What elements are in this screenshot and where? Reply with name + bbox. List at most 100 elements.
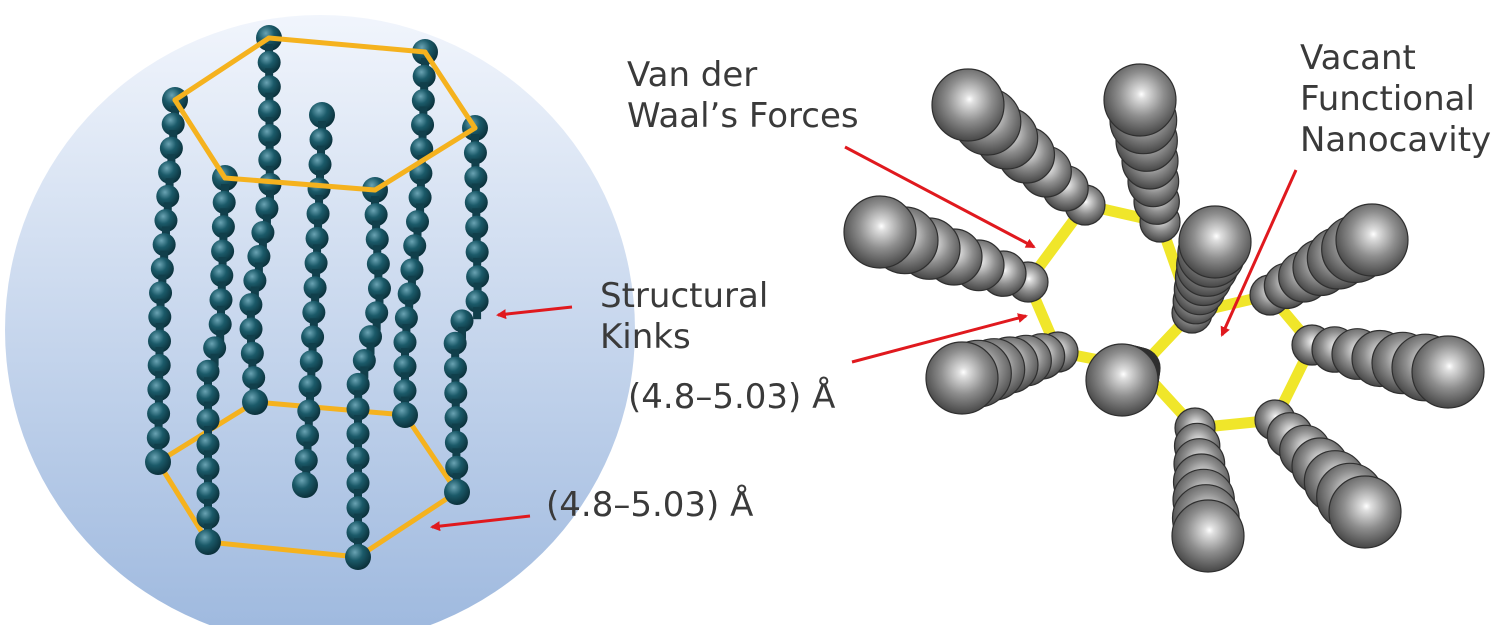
bead bbox=[251, 221, 275, 245]
bead-link bbox=[314, 219, 323, 232]
nanocavity-line-3: Nanocavity bbox=[1300, 120, 1492, 160]
bead-link bbox=[313, 244, 322, 257]
bead bbox=[147, 402, 171, 426]
bead-link bbox=[311, 293, 320, 306]
bead-link bbox=[317, 145, 326, 158]
bead-link bbox=[265, 68, 274, 81]
bead bbox=[308, 152, 332, 176]
bead-link bbox=[360, 366, 369, 379]
bead bbox=[304, 251, 328, 275]
top-ring-bond bbox=[266, 35, 428, 55]
bead bbox=[466, 265, 490, 289]
bead-link bbox=[220, 208, 229, 221]
distance-left-label: (4.8–5.03) Å bbox=[546, 485, 754, 525]
bead bbox=[346, 471, 370, 495]
bead bbox=[196, 457, 220, 481]
bead-link bbox=[419, 106, 428, 119]
bead bbox=[211, 215, 235, 239]
bead-link bbox=[354, 489, 362, 502]
bead bbox=[211, 239, 235, 263]
top-ring-bond bbox=[172, 97, 228, 181]
bead bbox=[203, 336, 227, 360]
bead bbox=[196, 408, 220, 432]
structural-kinks-label: Structural Kinks bbox=[600, 276, 768, 358]
bead bbox=[394, 306, 418, 330]
bead bbox=[258, 148, 282, 172]
bead-link bbox=[372, 220, 381, 233]
bead bbox=[196, 481, 220, 505]
nanocavity-line-1: Vacant bbox=[1300, 38, 1416, 78]
bead-link bbox=[265, 141, 274, 154]
sphere bbox=[931, 68, 1005, 142]
bead bbox=[406, 210, 430, 234]
bead-link bbox=[304, 417, 313, 430]
bead-link bbox=[262, 214, 271, 227]
bead-chain-icon bbox=[292, 102, 335, 498]
vdw-arrow-icon bbox=[844, 145, 1036, 249]
bead-link bbox=[308, 343, 317, 356]
structural-kinks-line-1: Structural bbox=[600, 276, 769, 316]
bead bbox=[158, 160, 182, 184]
bead bbox=[346, 422, 370, 446]
bead-link bbox=[405, 299, 414, 312]
bead-link bbox=[216, 330, 225, 343]
bead-link bbox=[473, 307, 482, 320]
van-der-waals-label: Van der Waal’s Forces bbox=[627, 55, 859, 137]
sphere-column-icon bbox=[925, 331, 1079, 415]
bead-chain-icon bbox=[392, 39, 438, 428]
bead-link bbox=[401, 348, 409, 361]
right-panel-top-view bbox=[843, 63, 1485, 573]
kinks-arrow-icon bbox=[496, 305, 573, 320]
bead-link bbox=[204, 474, 212, 487]
sphere bbox=[843, 195, 917, 269]
bead-link bbox=[413, 227, 422, 240]
bead-link bbox=[472, 233, 481, 246]
bead bbox=[154, 209, 178, 233]
bead bbox=[365, 301, 389, 325]
bead-link bbox=[247, 334, 256, 347]
bead bbox=[364, 203, 388, 227]
top-ring-bond bbox=[372, 125, 478, 193]
bead bbox=[464, 190, 488, 214]
bead-link bbox=[316, 170, 325, 183]
bead bbox=[393, 330, 417, 354]
sphere bbox=[1335, 203, 1409, 277]
bead bbox=[309, 128, 333, 152]
bead-link bbox=[318, 121, 326, 133]
bead bbox=[346, 372, 370, 396]
bead-link bbox=[307, 367, 316, 380]
bead bbox=[305, 226, 329, 250]
bead-link bbox=[471, 183, 480, 196]
bead-link bbox=[158, 274, 167, 287]
bead-link bbox=[458, 326, 467, 339]
bead bbox=[450, 309, 474, 333]
bead-link bbox=[452, 448, 461, 461]
bead-link bbox=[265, 165, 274, 178]
bead-link bbox=[154, 419, 163, 432]
sphere-columns bbox=[843, 63, 1485, 573]
bead bbox=[345, 544, 371, 570]
bead-link bbox=[452, 423, 461, 436]
bead-link bbox=[156, 298, 165, 311]
bead bbox=[297, 399, 321, 423]
bead-link bbox=[165, 178, 174, 191]
sphere-column-icon bbox=[1291, 324, 1485, 409]
bead-link bbox=[451, 349, 460, 362]
bead bbox=[240, 341, 264, 365]
annotation-arrows bbox=[430, 145, 1298, 532]
bead bbox=[258, 124, 282, 148]
bead-link bbox=[265, 117, 274, 130]
structural-kinks-line-2: Kinks bbox=[600, 317, 691, 357]
bead bbox=[359, 325, 383, 349]
bead bbox=[247, 245, 271, 269]
bead-link bbox=[221, 184, 229, 196]
bead bbox=[242, 366, 266, 390]
bead bbox=[294, 448, 318, 472]
bead bbox=[464, 166, 488, 190]
bead bbox=[346, 520, 370, 544]
bead-link bbox=[204, 499, 212, 512]
bead-chain-icon bbox=[145, 87, 188, 475]
bead-link bbox=[204, 401, 212, 414]
distance-left-arrow-icon bbox=[430, 514, 531, 532]
